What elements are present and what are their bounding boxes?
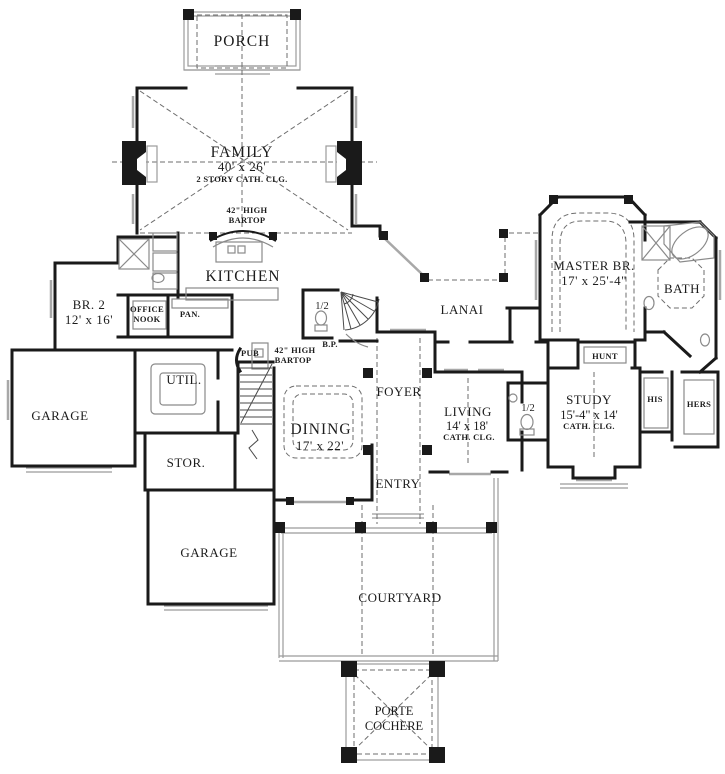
label-br2-dims: 12' x 16' (65, 312, 113, 327)
label-bp: B.P. (322, 339, 338, 349)
label-study: STUDY (566, 392, 612, 407)
label-study-dims: 15'-4" x 14' (560, 408, 618, 422)
label-family-note: 2 STORY CATH. CLG. (196, 174, 287, 184)
label-living: LIVING (444, 404, 492, 419)
label-bath: BATH (664, 281, 700, 296)
label-study-note: CATH. CLG. (563, 421, 615, 431)
fireplace-right (325, 141, 362, 185)
main-staircase (240, 363, 273, 460)
posts (183, 9, 633, 763)
label-family-dims: 40' x 26' (218, 159, 266, 174)
label-br2: BR. 2 (73, 297, 106, 312)
label-master-dims: 17' x 25'-4" (561, 273, 627, 288)
label-pub-bartop-1: 42" HIGH (275, 345, 316, 355)
label-half-bath-2: 1/2 (521, 403, 534, 414)
label-his: HIS (647, 394, 663, 404)
utility-fixtures (150, 363, 206, 415)
label-garage-bottom: GARAGE (180, 545, 237, 560)
label-kitchen: KITCHEN (205, 268, 280, 285)
paving-lines (26, 11, 628, 761)
label-courtyard: COURTYARD (358, 590, 441, 605)
label-pantry: PAN. (180, 309, 200, 319)
fireplace-left (122, 141, 158, 185)
kitchen-fixtures (132, 230, 369, 370)
label-hunt: HUNT (592, 351, 618, 361)
label-office-nook-1: OFFICE (130, 304, 164, 314)
label-dining: DINING (290, 421, 351, 438)
label-dining-dims: 17' x 22' (296, 438, 344, 453)
label-pub-bartop-2: BARTOP (275, 355, 312, 365)
label-foyer: FOYER (376, 384, 421, 399)
label-kitchen-bartop-2: BARTOP (229, 215, 266, 225)
label-family: FAMILY (211, 144, 274, 161)
label-garage-left: GARAGE (31, 408, 88, 423)
label-hers: HERS (687, 399, 711, 409)
label-util: UTIL. (166, 372, 201, 387)
label-lanai: LANAI (441, 302, 484, 317)
label-storage: STOR. (167, 455, 206, 470)
label-half-bath-1: 1/2 (315, 301, 328, 312)
bath-fixtures (118, 221, 715, 436)
label-porte-1: PORTE (375, 704, 414, 718)
label-living-note: CATH. CLG. (443, 432, 495, 442)
walls (10, 86, 720, 606)
label-master: MASTER BR. (553, 258, 635, 273)
label-porch: PORCH (214, 33, 271, 50)
spiral-staircase (340, 291, 380, 331)
label-kitchen-bartop-1: 42" HIGH (227, 205, 268, 215)
label-living-dims: 14' x 18' (446, 419, 488, 433)
label-entry: ENTRY (375, 476, 420, 491)
label-porte-2: COCHERE (365, 719, 424, 733)
label-office-nook-2: NOOK (133, 314, 160, 324)
room-labels: PORCH FAMILY 40' x 26' 2 STORY CATH. CLG… (31, 33, 711, 733)
windows (6, 96, 722, 504)
label-pub: PUB (241, 348, 259, 358)
